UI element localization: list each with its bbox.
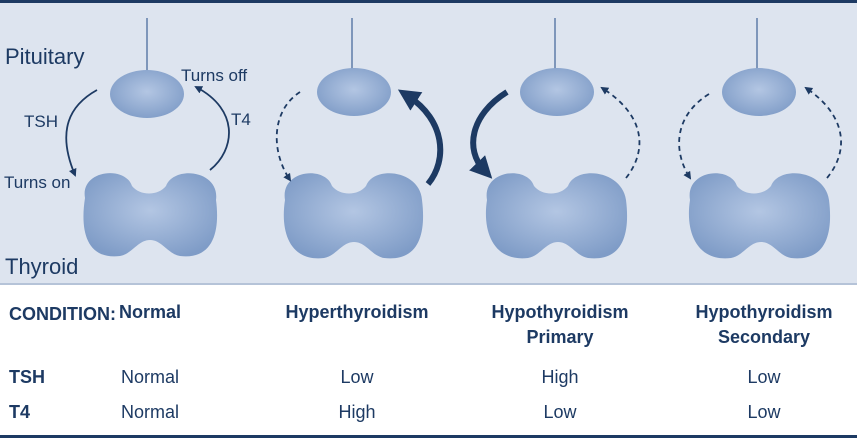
top-rule — [0, 0, 857, 3]
header-line1: Hypothyroidism — [695, 302, 833, 322]
panel-hypothyroidism-secondary — [678, 18, 842, 259]
pituitary-gland — [722, 68, 796, 116]
panel-hypothyroidism-primary — [469, 18, 641, 259]
panel-hyperthyroidism — [275, 18, 444, 259]
arrow-t4-low — [804, 86, 842, 179]
label-thyroid: Thyroid — [5, 254, 79, 279]
header-hypothyroidism-secondary: Hypothyroidism Secondary — [684, 300, 844, 350]
label-t4-arrow: T4 — [231, 110, 251, 129]
cell-normal-tsh: Normal — [120, 367, 179, 387]
cell-hypo-secondary-t4: Low — [747, 402, 781, 422]
cell-hypo-primary-t4: Low — [543, 402, 577, 422]
bottom-rule — [0, 435, 857, 438]
header-normal: Normal — [100, 300, 200, 325]
header-line1: Normal — [118, 302, 181, 322]
thyroid-gland — [688, 173, 831, 259]
arrow-tsh — [65, 89, 98, 177]
cell-hypo-secondary-tsh: Low — [747, 367, 781, 387]
header-line2: Secondary — [717, 327, 811, 347]
label-tsh-arrow: TSH — [24, 112, 58, 131]
arrow-tsh-high — [469, 89, 509, 179]
row-label-t4: T4 — [9, 402, 31, 422]
arrow-t4-low — [600, 86, 641, 179]
header-hypothyroidism-primary: Hypothyroidism Primary — [480, 300, 640, 350]
header-line2: Primary — [526, 327, 594, 347]
pituitary-gland — [317, 68, 391, 116]
pituitary-gland — [110, 70, 184, 118]
row-label-tsh: TSH — [9, 367, 45, 387]
cell-hyper-t4: High — [338, 402, 376, 422]
label-turns-off: Turns off — [181, 66, 248, 85]
arrow-t4-high — [397, 89, 444, 186]
label-turns-on: Turns on — [4, 173, 71, 192]
header-line1: Hyperthyroidism — [285, 302, 429, 322]
condition-label: CONDITION: — [9, 304, 116, 324]
header-line1: Hypothyroidism — [491, 302, 629, 322]
cell-hypo-primary-tsh: High — [541, 367, 579, 387]
panel-normal — [65, 18, 230, 257]
arrow-tsh-low — [275, 91, 301, 182]
pituitary-gland — [520, 68, 594, 116]
label-pituitary: Pituitary — [5, 44, 85, 69]
header-hyperthyroidism: Hyperthyroidism — [277, 300, 437, 325]
thyroid-gland — [283, 173, 424, 259]
cell-hyper-tsh: Low — [340, 367, 374, 387]
thyroid-gland — [83, 173, 218, 257]
feedback-diagram — [65, 18, 842, 259]
arrow-t4 — [194, 86, 230, 171]
thyroid-gland — [485, 173, 628, 259]
arrow-tsh-low — [678, 93, 710, 180]
cell-normal-t4: Normal — [120, 402, 179, 422]
